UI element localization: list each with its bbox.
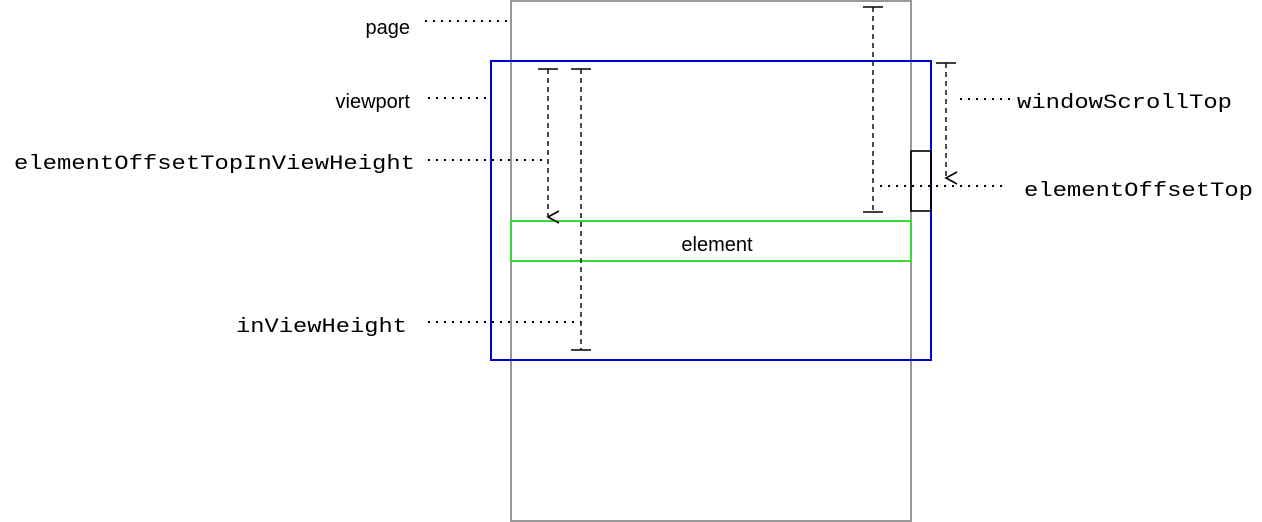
- element-offset-top-measure: [863, 6, 883, 213]
- in-view-height-measure: [571, 68, 591, 351]
- element-label: element: [681, 234, 753, 256]
- viewport-box: [490, 60, 932, 361]
- in-view-height-label: inViewHeight: [236, 316, 407, 339]
- page-label: page: [366, 17, 411, 39]
- element-offset-top-in-view-height-measure: [538, 68, 560, 224]
- viewport-label: viewport: [336, 91, 411, 113]
- element-box: [510, 220, 912, 262]
- window-scroll-top-label: windowScrollTop: [1017, 92, 1232, 115]
- element-offset-top-in-view-height-label: elementOffsetTopInViewHeight: [14, 153, 415, 176]
- scrollbar-thumb: [910, 150, 932, 212]
- element-offset-top-label: elementOffsetTop: [1024, 180, 1253, 203]
- window-scroll-top-measure: [936, 62, 958, 185]
